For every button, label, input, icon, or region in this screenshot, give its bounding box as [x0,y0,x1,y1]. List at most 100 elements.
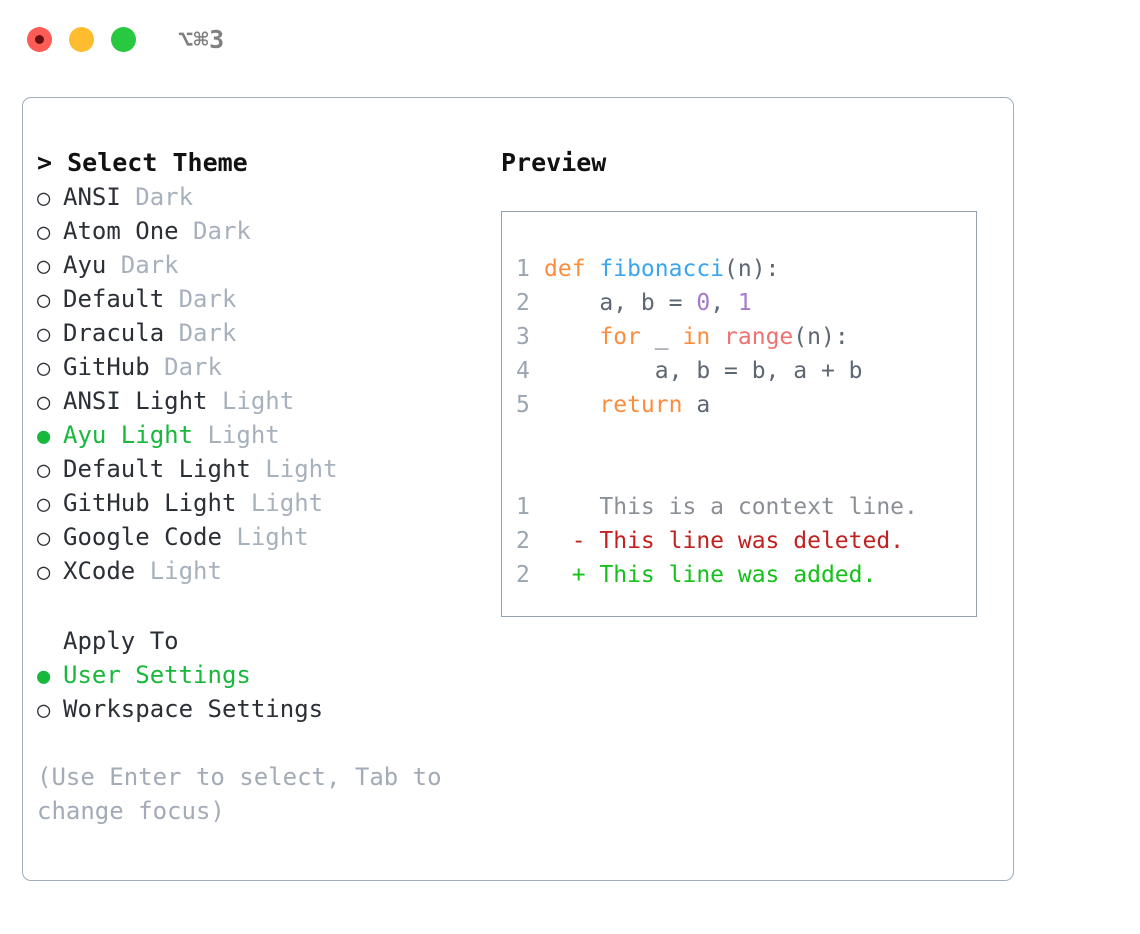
code-line: 3 for _ in range(n): [516,320,976,354]
code-token: , [710,290,738,316]
apply-to-option-user-settings[interactable]: ● User Settings [37,658,497,692]
close-button-icon[interactable] [27,26,52,52]
theme-option-category: Light [221,523,309,551]
radio-unselected-icon: ○ [37,390,51,415]
theme-option-label: Atom One [63,217,179,245]
diff-text: This line was deleted. [599,528,905,554]
theme-option-google-code[interactable]: ○ Google Code Light [37,520,497,554]
apply-to-option-list[interactable]: ● User Settings ○ Workspace Settings [37,658,497,726]
code-token: 0 [696,290,711,316]
theme-option-list[interactable]: ○ANSI Dark○Atom One Dark○Ayu Dark○Defaul… [37,180,497,588]
theme-option-category: Dark [149,353,222,381]
theme-option-label: Default [63,285,165,313]
theme-option-category: Dark [106,251,179,279]
theme-option-category: Light [207,387,295,415]
theme-option-category: Light [250,455,338,483]
code-token: a [682,392,711,418]
theme-option-label: GitHub [63,353,150,381]
code-line: 1 def fibonacci(n): [516,252,976,286]
theme-option-default[interactable]: ○ Default Dark [37,282,497,316]
theme-option-label: Ayu [63,251,107,279]
maximize-button-icon[interactable] [111,26,136,52]
diff-sign: - [544,528,600,554]
recording-indicator-icon [35,34,44,44]
theme-option-category: Light [135,557,222,585]
diff-sign: + [544,562,600,588]
radio-unselected-icon: ○ [37,220,51,245]
code-token: def [544,256,600,282]
theme-option-category: Dark [164,319,237,347]
code-token [544,324,599,350]
code-token: in [682,324,711,350]
code-token: 1 [737,290,752,316]
preview-header: Preview [501,148,607,177]
theme-option-ayu-light[interactable]: ●Ayu Light Light [37,418,497,452]
code-token: fibonacci [599,256,725,282]
keyboard-hint-text: (Use Enter to select, Tab to change focu… [37,763,442,825]
apply-to-option-label: User Settings [63,661,251,689]
code-token: range [724,324,794,350]
theme-option-atom-one[interactable]: ○ Atom One Dark [37,214,497,248]
radio-unselected-icon: ○ [37,186,51,211]
theme-option-category: Dark [164,285,237,313]
radio-unselected-icon: ○ [37,560,51,585]
diff-sign [544,494,599,520]
code-token: a, b = b, a + b [544,358,863,384]
select-theme-header: > Select Theme [37,148,248,177]
code-token: (n): [724,256,780,282]
theme-option-dracula[interactable]: ○Dracula Dark [37,316,497,350]
radio-unselected-icon: ○ [37,526,51,551]
diff-text: This is a context line. [599,494,918,520]
title-bar: ⌥⌘3 [0,0,1140,78]
radio-unselected-icon: ○ [37,492,51,517]
line-number: 5 [516,392,530,418]
code-line: 5 return a [516,388,976,422]
diff-line-del: 2 - This line was deleted. [516,524,976,558]
code-token: (n): [793,324,849,350]
radio-unselected-icon: ○ [37,254,51,279]
code-token: return [599,392,683,418]
radio-unselected-icon: ○ [37,698,51,723]
theme-option-label: Default Light [63,455,251,483]
theme-option-label: Dracula [63,319,165,347]
line-number: 2 [516,562,530,588]
diff-text: This line was added. [599,562,877,588]
theme-option-xcode[interactable]: ○XCode Light [37,554,497,588]
theme-option-label: GitHub Light [63,489,237,517]
line-number: 1 [516,494,530,520]
diff-line-ctx: 1 This is a context line. [516,490,976,524]
theme-option-default-light[interactable]: ○Default Light Light [37,452,497,486]
code-line: 4 a, b = b, a + b [516,354,976,388]
code-line: 2 a, b = 0, 1 [516,286,976,320]
code-token [710,324,724,350]
line-number: 1 [516,256,530,282]
theme-option-ansi[interactable]: ○ANSI Dark [37,180,497,214]
theme-option-github[interactable]: ○GitHub Dark [37,350,497,384]
line-number: 4 [516,358,530,384]
code-token [544,392,599,418]
line-number: 2 [516,528,530,554]
theme-option-label: Google Code [63,523,222,551]
radio-selected-icon: ● [37,424,51,449]
apply-to-option-workspace-settings[interactable]: ○ Workspace Settings [37,692,497,726]
radio-selected-icon: ● [37,664,51,689]
theme-option-ansi-light[interactable]: ○ANSI Light Light [37,384,497,418]
theme-option-ayu[interactable]: ○ Ayu Dark [37,248,497,282]
section-spacer [37,588,497,624]
theme-option-label: ANSI [63,183,121,211]
minimize-button-icon[interactable] [69,26,94,52]
apply-to-option-label: Workspace Settings [63,695,324,723]
code-diff-spacer [516,422,976,456]
line-number: 3 [516,324,530,350]
radio-unselected-icon: ○ [37,288,51,313]
theme-selector-column: > Select Theme ○ANSI Dark○Atom One Dark○… [37,146,497,828]
line-number: 2 [516,290,530,316]
apply-to-header: Apply To [63,627,179,655]
theme-option-category: Dark [178,217,251,245]
theme-option-category: Light [193,421,280,449]
code-token: _ [640,324,683,350]
theme-option-github-light[interactable]: ○GitHub Light Light [37,486,497,520]
